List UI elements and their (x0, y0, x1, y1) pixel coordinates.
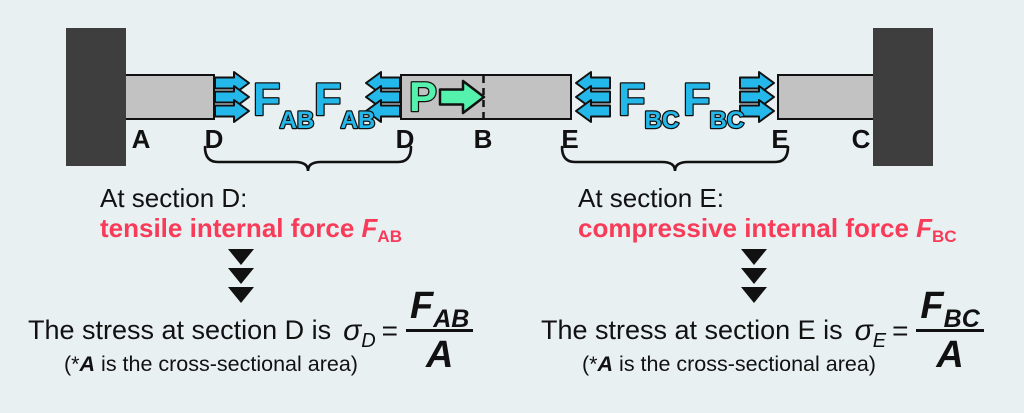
point-label-A: A (131, 124, 151, 154)
stress-formula-E: The stress at section E is σE = FBC A (541, 287, 984, 374)
sigma-E-symbol: σE (854, 313, 887, 352)
implies-arrows-right (741, 249, 767, 306)
fraction-bar (916, 329, 984, 333)
equals-sign: = (381, 314, 399, 346)
footnote-right: (*A is the cross-sectional area) (582, 352, 876, 376)
fraction-bar (406, 329, 474, 333)
point-label-E-left: E (561, 124, 579, 154)
force-FAB-label-2: FAB (314, 74, 375, 134)
triangle-down-icon (741, 287, 767, 303)
fraction-FAB-over-A: FAB A (406, 287, 474, 374)
point-label-D-left: D (204, 124, 224, 154)
triangle-down-icon (741, 268, 767, 284)
point-label-E-right: E (771, 124, 789, 154)
sigma-D-symbol: σD (343, 313, 376, 352)
compression-arrows-at-E (575, 71, 775, 123)
footnote-left: (*A is the cross-sectional area) (64, 352, 358, 376)
equals-sign: = (892, 314, 909, 346)
bar-segment-AD (120, 74, 215, 120)
point-label-C: C (851, 124, 871, 154)
left-wall-support (66, 28, 126, 166)
implies-arrows-left (228, 249, 254, 306)
bar-segment-DE (400, 74, 572, 120)
section-E-heading: At section E: (578, 183, 724, 213)
section-D-conclusion-text: tensile internal force (100, 213, 362, 243)
section-E-force-subscript: BC (932, 227, 957, 246)
section-D-force-subscript: AB (377, 227, 402, 246)
stress-sentence-E: The stress at section E is (541, 315, 843, 346)
section-E-conclusion: compressive internal force FBC (578, 213, 957, 246)
triangle-down-icon (228, 268, 254, 284)
point-label-D-right: D (395, 124, 415, 154)
force-FAB-label-1: FAB (253, 74, 314, 134)
section-E-force-symbol: F (916, 213, 933, 243)
stress-formula-D: The stress at section D is σD = FAB A (28, 287, 474, 374)
force-FBC-label-2: FBC (683, 74, 744, 134)
section-D-heading: At section D: (100, 183, 248, 213)
fraction-FBC-over-A: FBC A (916, 287, 984, 374)
bar-segment-EC (777, 74, 877, 120)
stress-sentence-D: The stress at section D is (28, 315, 332, 346)
underbrace-section-E (560, 145, 790, 172)
point-label-B: B (473, 124, 493, 154)
right-wall-support (873, 28, 933, 166)
force-FBC-label-1: FBC (618, 74, 679, 134)
section-E-conclusion-text: compressive internal force (578, 213, 917, 243)
triangle-down-icon (228, 249, 254, 265)
triangle-down-icon (741, 249, 767, 265)
triangle-down-icon (228, 287, 254, 303)
section-D-conclusion: tensile internal force FAB (100, 213, 402, 246)
tension-arrows-at-D (214, 71, 401, 123)
underbrace-section-D (203, 145, 413, 172)
section-D-force-symbol: F (361, 213, 378, 243)
